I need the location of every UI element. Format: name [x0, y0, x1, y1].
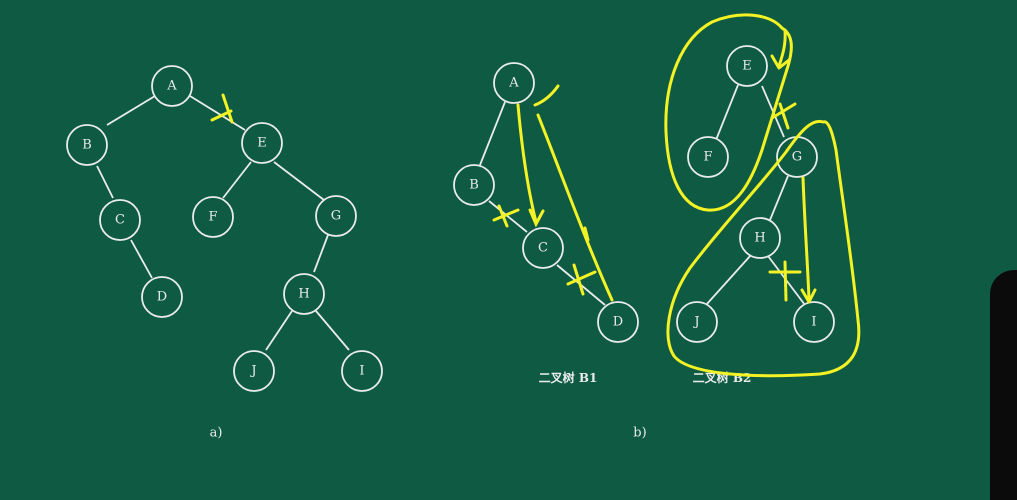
b1-node-b-circle — [453, 164, 495, 206]
node-h-circle — [283, 273, 325, 315]
edge-b1-b-c — [488, 200, 528, 233]
presenter-silhouette — [990, 270, 1017, 500]
node-f-circle — [192, 196, 234, 238]
b1-node-d-circle — [597, 301, 639, 343]
node-f-label: F — [208, 210, 217, 225]
edge-b2-h-j — [705, 254, 752, 306]
b2-node-h-label: H — [754, 231, 765, 246]
arrow-a-to-c — [516, 103, 545, 228]
b2-node-i-label: I — [811, 315, 816, 330]
cut-mark-h-i — [768, 260, 802, 302]
node-j-label: J — [249, 364, 256, 379]
edge-h-i — [315, 310, 350, 351]
tree-b1-label: 二叉树 B1 — [539, 370, 598, 385]
b2-node-e-circle — [726, 45, 768, 87]
b1-node-b-label: B — [469, 178, 479, 193]
edge-g-h — [313, 234, 329, 273]
b1-node-c-circle — [522, 227, 564, 269]
edge-b2-e-f — [715, 84, 739, 141]
node-e-circle — [241, 122, 283, 164]
caption-a: a) — [210, 426, 223, 441]
cut-mark-b-c — [492, 204, 520, 228]
b2-node-j-label: J — [692, 315, 699, 330]
node-i-circle — [341, 350, 383, 392]
node-b-label: B — [82, 138, 92, 153]
loop-e-f — [664, 13, 793, 212]
cut-mark-c-d — [566, 263, 597, 296]
b2-node-f-label: F — [703, 150, 712, 165]
node-c-label: C — [115, 213, 125, 228]
chalkboard: A B C D E F G H J I a) A B C D 二叉树 B1 — [66, 13, 861, 441]
check-mark-b1-a — [533, 84, 560, 107]
node-j-circle — [233, 350, 275, 392]
arrow-a-to-d — [536, 113, 614, 302]
node-i-label: I — [359, 364, 364, 379]
node-c-circle — [99, 199, 141, 241]
edge-b1-a-b — [479, 101, 506, 166]
node-d-circle — [141, 276, 183, 318]
edge-b-c — [96, 165, 114, 199]
node-g-label: G — [331, 209, 341, 224]
tick-mark-b1 — [583, 226, 590, 242]
b1-node-a-circle — [493, 62, 535, 104]
node-h-label: H — [298, 287, 309, 302]
edge-e-f — [222, 161, 252, 199]
node-d-label: D — [157, 290, 167, 305]
edge-e-g — [273, 161, 325, 201]
b2-node-e-label: E — [742, 59, 752, 74]
b1-node-d-label: D — [613, 315, 623, 330]
b1-node-c-label: C — [538, 241, 548, 256]
node-a-label: A — [166, 79, 177, 94]
loop-g-h-j-i — [666, 119, 861, 378]
b2-node-h-circle — [739, 217, 781, 259]
node-g-circle — [315, 195, 357, 237]
b2-node-g-label: G — [792, 150, 802, 165]
cut-mark-a-e — [210, 93, 234, 124]
cut-mark-e-g — [770, 102, 797, 130]
b2-node-i-circle — [793, 301, 835, 343]
edge-b2-g-h — [769, 175, 789, 221]
b2-node-f-circle — [687, 136, 729, 178]
node-a-circle — [151, 65, 193, 107]
arrow-e-down — [770, 28, 791, 70]
edge-a-e — [189, 95, 246, 131]
b2-node-j-circle — [676, 301, 718, 343]
b1-node-a-label: A — [508, 76, 519, 91]
node-e-label: E — [257, 136, 267, 151]
edge-c-d — [130, 239, 153, 279]
edge-h-j — [265, 310, 293, 351]
node-b-circle — [66, 124, 108, 166]
arrow-g-to-i — [800, 176, 817, 304]
edge-a-b — [106, 95, 156, 126]
diagram-a — [96, 95, 350, 351]
caption-b: b) — [633, 426, 646, 441]
